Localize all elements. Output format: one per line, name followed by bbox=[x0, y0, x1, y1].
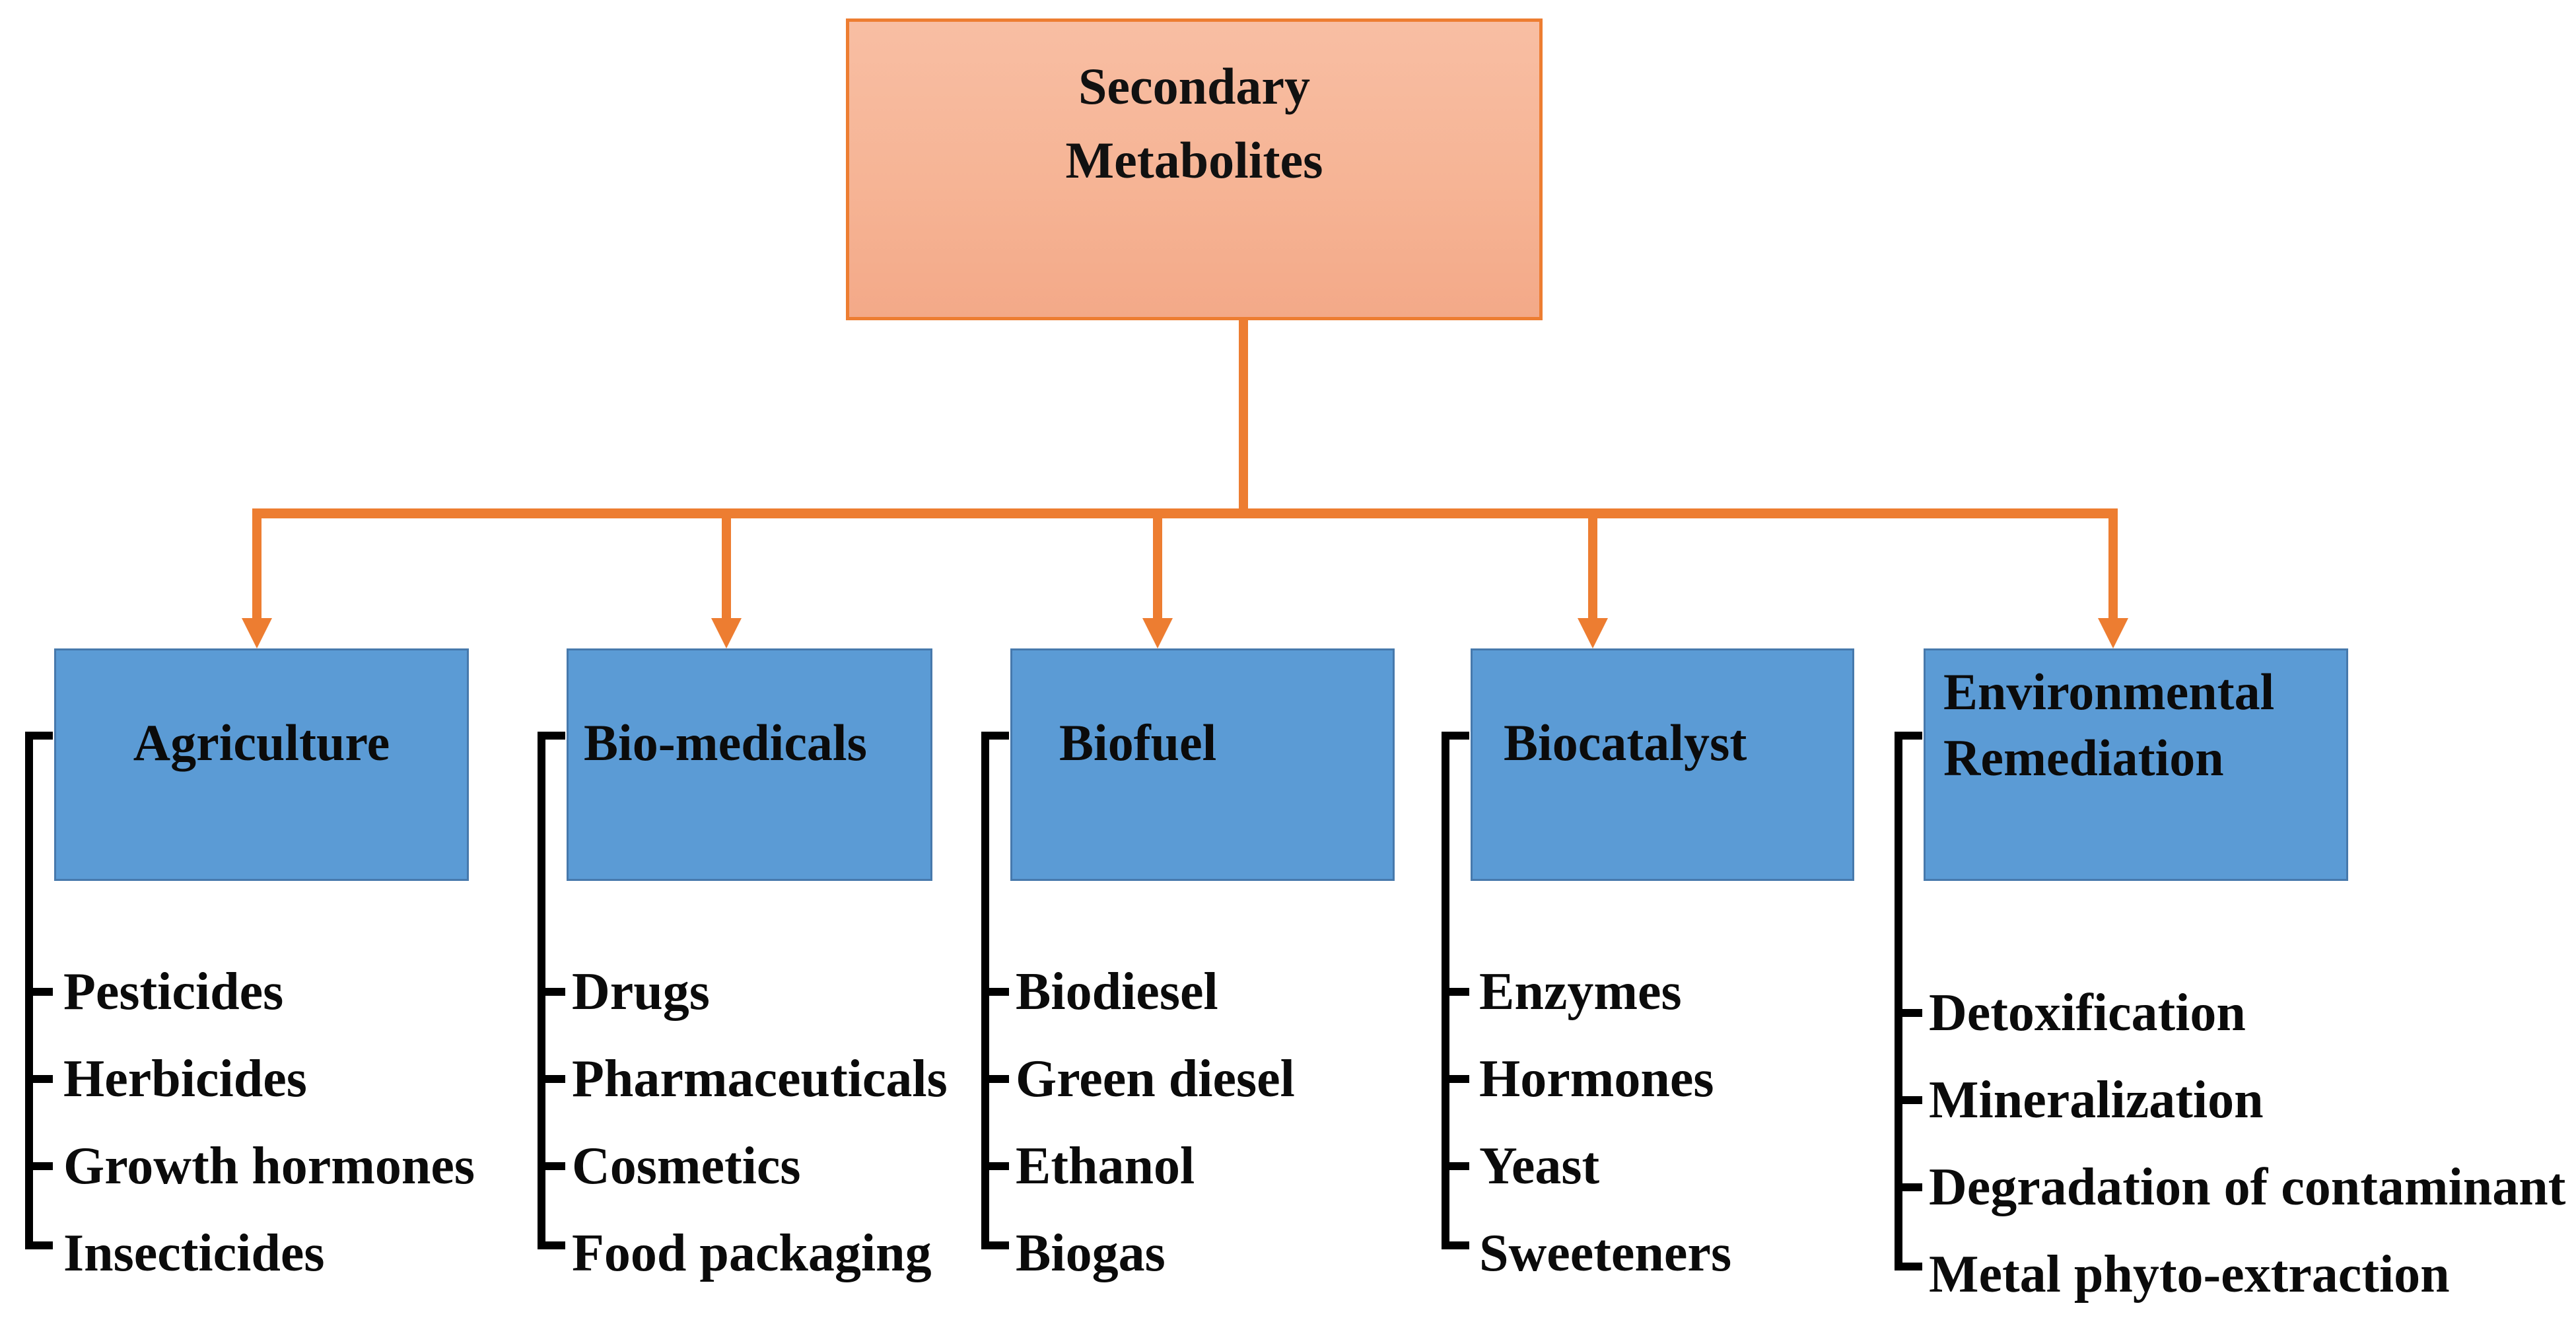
root-title-line1: Secondary bbox=[1078, 57, 1310, 115]
connector-stem-environmental bbox=[2108, 508, 2118, 618]
bracket-tick bbox=[1448, 732, 1469, 740]
category-title-bio-medicals: Bio-medicals bbox=[584, 714, 867, 771]
category-title-biofuel: Biofuel bbox=[1059, 714, 1217, 771]
category-title-line1: Environmental bbox=[1943, 663, 2275, 720]
item-green-diesel: Green diesel bbox=[1016, 1050, 1295, 1108]
category-box-biofuel bbox=[1010, 648, 1395, 881]
arrowhead-down-icon bbox=[1578, 618, 1608, 648]
item-herbicides: Herbicides bbox=[63, 1050, 307, 1108]
connector-stem-biocatalyst bbox=[1588, 508, 1597, 618]
bracket-tick bbox=[544, 1162, 565, 1170]
bracket-tick bbox=[988, 732, 1009, 740]
connector-trunk-line bbox=[1239, 318, 1248, 518]
bracket-tick bbox=[988, 1075, 1009, 1083]
item-hormones: Hormones bbox=[1479, 1050, 1714, 1108]
arrowhead-down-icon bbox=[2098, 618, 2128, 648]
item-drugs: Drugs bbox=[572, 963, 710, 1021]
bracket-tick bbox=[1448, 988, 1469, 996]
bracket-bar bbox=[25, 732, 33, 1249]
category-title-agriculture: Agriculture bbox=[133, 714, 390, 771]
connector-stem-bio-medicals bbox=[722, 508, 731, 618]
bracket-tick bbox=[544, 732, 565, 740]
bracket-tick bbox=[544, 1075, 565, 1083]
root-box-secondary-metabolites: Secondary Metabolites bbox=[846, 18, 1543, 320]
bracket-tick bbox=[988, 988, 1009, 996]
arrowhead-down-icon bbox=[1142, 618, 1173, 648]
category-box-biocatalyst bbox=[1471, 648, 1854, 881]
connector-stem-agriculture bbox=[252, 508, 261, 618]
bracket-bar bbox=[1442, 732, 1449, 1249]
item-pharmaceuticals: Pharmaceuticals bbox=[572, 1050, 948, 1108]
item-enzymes: Enzymes bbox=[1479, 963, 1682, 1021]
item-sweeteners: Sweeteners bbox=[1479, 1224, 1732, 1282]
bracket-tick bbox=[1901, 1183, 1922, 1191]
bracket-tick bbox=[32, 1241, 53, 1249]
bracket-tick bbox=[544, 988, 565, 996]
connector-rail-line bbox=[254, 508, 2118, 518]
bracket-bar bbox=[981, 732, 989, 1249]
category-box-bio-medicals bbox=[567, 648, 932, 881]
bracket-tick bbox=[1448, 1241, 1469, 1249]
root-title-line2: Metabolites bbox=[1065, 131, 1323, 189]
bracket-tick bbox=[1901, 732, 1922, 740]
item-detoxification: Detoxification bbox=[1929, 984, 2246, 1042]
category-title-biocatalyst: Biocatalyst bbox=[1504, 714, 1747, 771]
item-degradation-of-contaminant: Degradation of contaminant bbox=[1929, 1158, 2566, 1216]
item-metal-phyto-extraction: Metal phyto-extraction bbox=[1929, 1245, 2450, 1304]
item-food-packaging: Food packaging bbox=[572, 1224, 932, 1282]
bracket-tick bbox=[32, 732, 53, 740]
category-title-environmental-remediation: Environmental Remediation bbox=[1943, 659, 2346, 791]
item-insecticides: Insecticides bbox=[63, 1224, 325, 1282]
item-pesticides: Pesticides bbox=[63, 963, 284, 1021]
category-title-line2: Remediation bbox=[1943, 729, 2224, 786]
item-growth-hormones: Growth hormones bbox=[63, 1137, 475, 1195]
bracket-tick bbox=[1448, 1075, 1469, 1083]
bracket-tick bbox=[32, 1075, 53, 1083]
arrowhead-down-icon bbox=[711, 618, 742, 648]
bracket-tick bbox=[988, 1241, 1009, 1249]
item-ethanol: Ethanol bbox=[1016, 1137, 1195, 1195]
item-biogas: Biogas bbox=[1016, 1224, 1166, 1282]
item-biodiesel: Biodiesel bbox=[1016, 963, 1218, 1021]
bracket-bar bbox=[1895, 732, 1902, 1270]
arrowhead-down-icon bbox=[242, 618, 272, 648]
bracket-tick bbox=[1901, 1263, 1922, 1270]
bracket-tick bbox=[544, 1241, 565, 1249]
category-box-agriculture bbox=[54, 648, 469, 881]
connector-stem-biofuel bbox=[1153, 508, 1162, 618]
item-mineralization: Mineralization bbox=[1929, 1071, 2264, 1129]
bracket-tick bbox=[32, 988, 53, 996]
item-cosmetics: Cosmetics bbox=[572, 1137, 801, 1195]
item-yeast: Yeast bbox=[1479, 1137, 1600, 1195]
bracket-bar bbox=[538, 732, 545, 1249]
bracket-tick bbox=[1901, 1009, 1922, 1017]
category-box-environmental-remediation bbox=[1924, 648, 2348, 881]
bracket-tick bbox=[1448, 1162, 1469, 1170]
bracket-tick bbox=[988, 1162, 1009, 1170]
bracket-tick bbox=[32, 1162, 53, 1170]
bracket-tick bbox=[1901, 1096, 1922, 1104]
